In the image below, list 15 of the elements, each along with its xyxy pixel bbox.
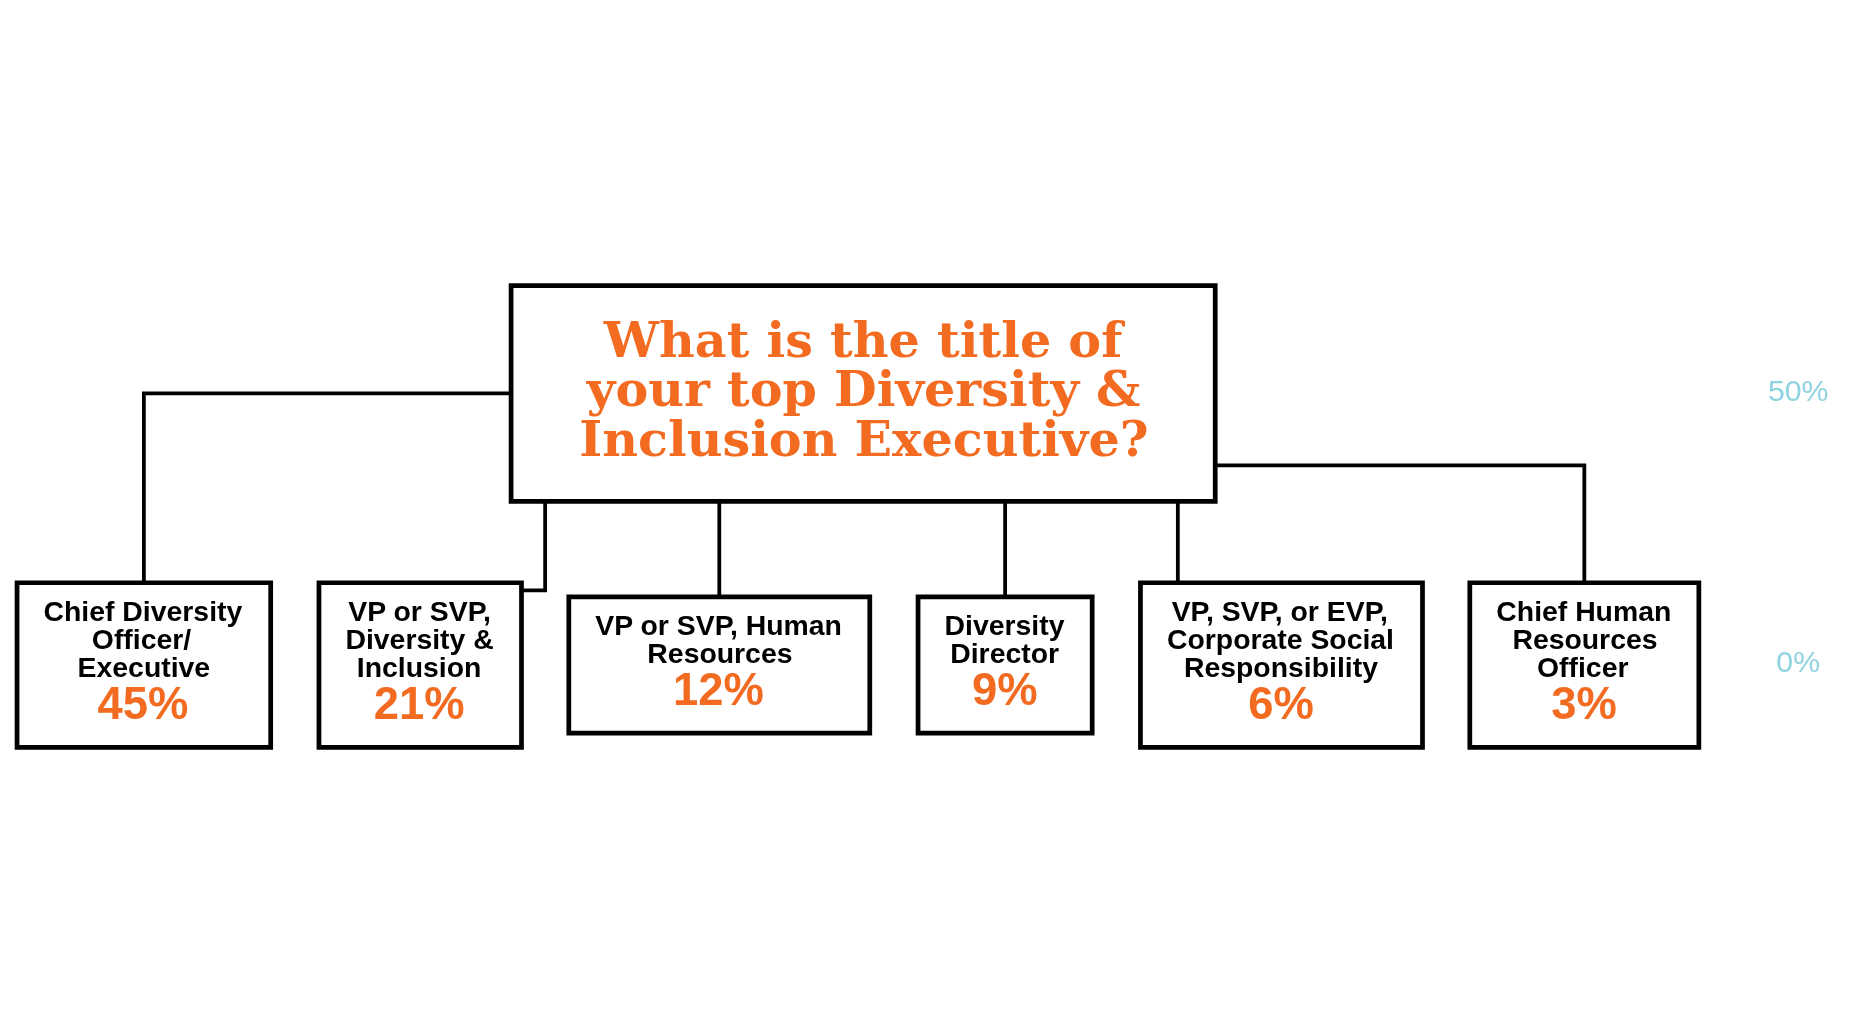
connector: [717, 501, 722, 597]
node-box: Chief Human Resources Officer 3%: [1467, 580, 1702, 750]
node-box: VP or SVP, Diversity & Inclusion 21%: [316, 580, 524, 750]
connector: [141, 391, 511, 583]
connector: [521, 501, 548, 593]
node-box: VP or SVP, Human Resources 12%: [566, 594, 873, 736]
connector: [1003, 501, 1007, 597]
node-box: VP, SVP, or EVP, Corporate Social Responsibility 6%: [1138, 580, 1425, 750]
node-box: Diversity Director 9%: [915, 594, 1095, 736]
node-box: Chief Diversity Officer/ Executive 45%: [14, 580, 274, 750]
connector: [1175, 501, 1180, 583]
label: 0%: [1776, 645, 1821, 679]
node-box: What is the title of your top Diversity & Inclusion Executive?: [508, 283, 1218, 504]
label: 50%: [1767, 373, 1829, 407]
connector: [1215, 463, 1587, 583]
